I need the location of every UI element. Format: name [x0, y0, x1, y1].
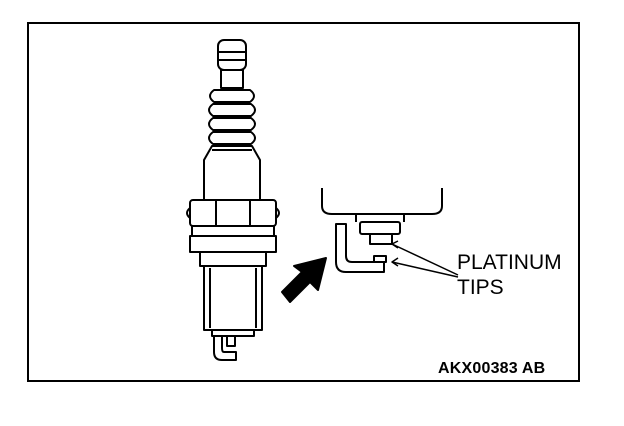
- callout-line-2: TIPS: [457, 276, 504, 299]
- platinum-tips-label: PLATINUM TIPS: [457, 250, 562, 300]
- platinum-tip-detail: [321, 188, 443, 273]
- spark-plug-threads: [203, 265, 263, 337]
- spark-plug-insulator: [203, 89, 261, 201]
- zoom-direction-arrow: [281, 257, 327, 303]
- spark-plug-terminal: [217, 39, 247, 89]
- spark-plug-hex-nut: [186, 199, 280, 227]
- spark-plug-shell: [189, 225, 277, 267]
- spark-plug-electrode: [213, 335, 237, 361]
- callout-line-1: PLATINUM: [457, 251, 562, 274]
- figure-reference-code: AKX00383 AB: [438, 360, 546, 377]
- callout-leader-lines: [391, 240, 459, 278]
- figure-frame: [27, 22, 580, 382]
